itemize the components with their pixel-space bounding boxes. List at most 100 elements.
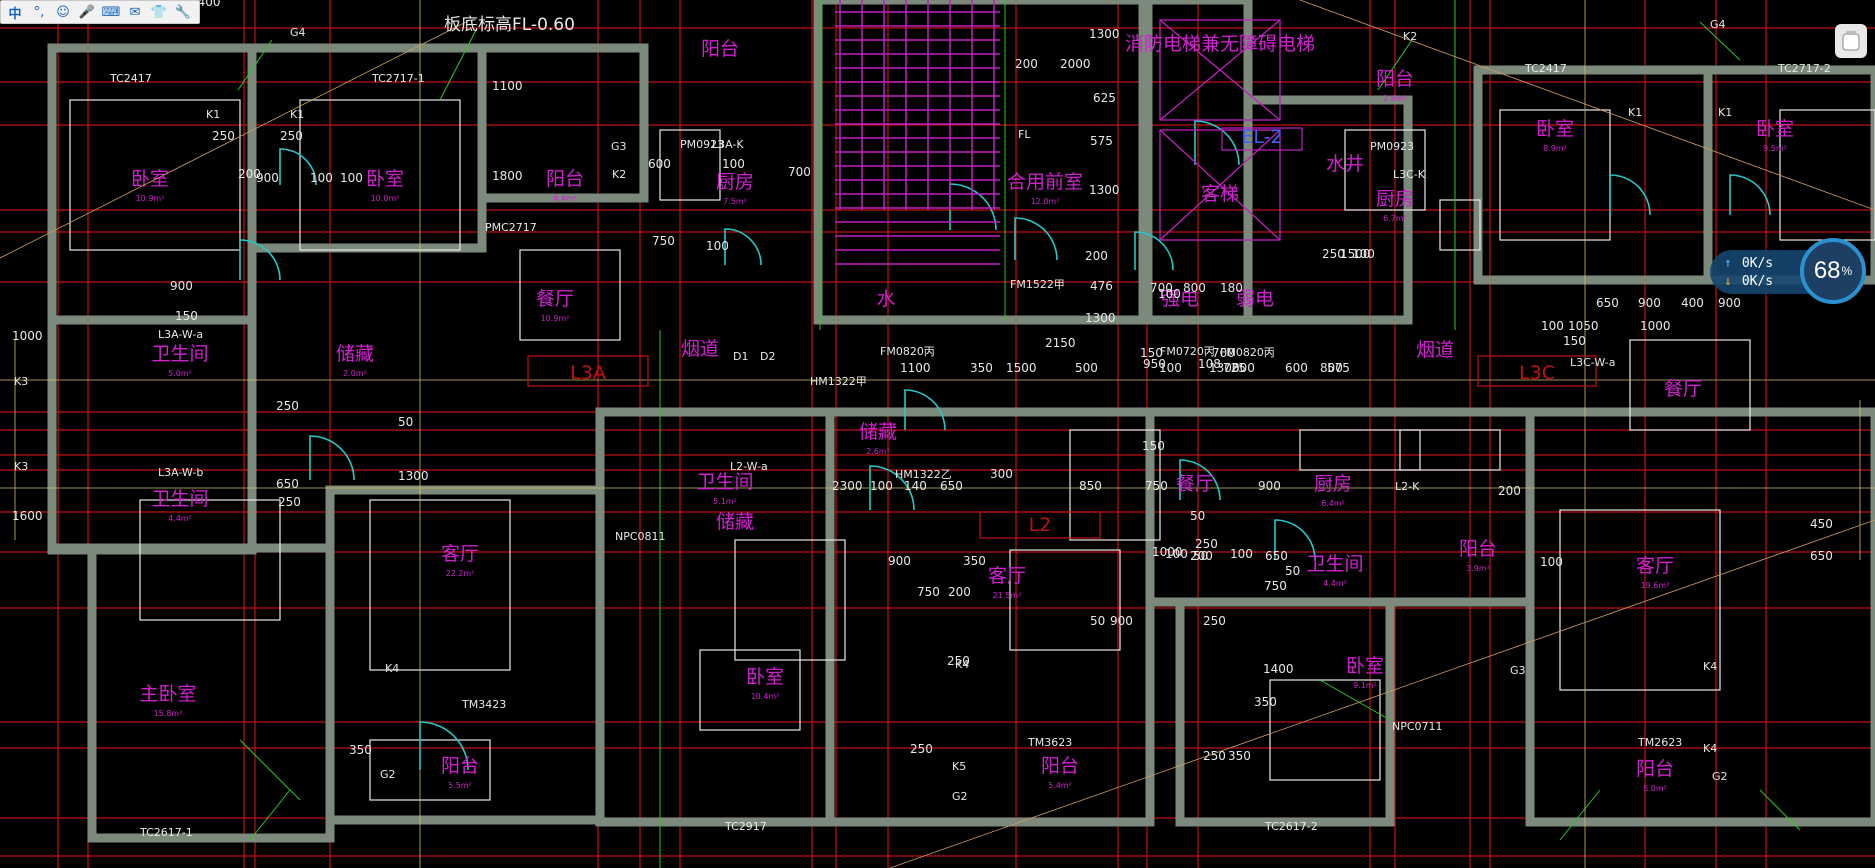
furniture-outline bbox=[519, 249, 621, 341]
dimension-label: 250 bbox=[212, 129, 235, 143]
tag-label: FM0820丙 bbox=[1220, 346, 1275, 359]
room-area: 5.5m² bbox=[448, 781, 472, 790]
ime-language-button[interactable]: 中 bbox=[8, 6, 22, 22]
room-label: 阳台 bbox=[1636, 758, 1674, 780]
punctuation-icon[interactable]: °, bbox=[33, 4, 45, 20]
room-area: 4.4m² bbox=[1323, 579, 1347, 588]
room-area: 10.9m² bbox=[541, 314, 570, 323]
dimension-label: 100 bbox=[1159, 361, 1182, 375]
dimension-label: 1050 bbox=[1568, 319, 1599, 333]
tag-label: G2 bbox=[952, 790, 968, 803]
dimension-label: 650 bbox=[940, 479, 963, 493]
room-area: 6.4m² bbox=[1321, 499, 1345, 508]
room-label: 烟道 bbox=[681, 338, 719, 360]
room-label: 合用前室 bbox=[1007, 171, 1083, 193]
leader-line bbox=[237, 39, 273, 91]
dimension-label: 750 bbox=[917, 585, 940, 599]
room-area: 10.4m² bbox=[751, 692, 780, 701]
download-speed: 0K/s bbox=[1741, 274, 1774, 289]
furniture-outline bbox=[1069, 429, 1161, 541]
furniture-outline bbox=[1559, 509, 1721, 691]
tag-label: FM0720丙 bbox=[1160, 345, 1215, 358]
room-label: 强电 bbox=[1161, 288, 1199, 310]
dimension-label: 1300 bbox=[1085, 311, 1116, 325]
room-label: 储藏 bbox=[336, 343, 374, 365]
door-swing bbox=[1274, 519, 1316, 561]
furniture-outline bbox=[1009, 549, 1121, 651]
dimension-label: 100 bbox=[1158, 287, 1181, 301]
tag-label: K5 bbox=[952, 760, 966, 773]
shaft-box bbox=[1159, 19, 1281, 121]
tag-label: HM1322乙 bbox=[895, 468, 952, 481]
toolbox-icon[interactable]: ✉ bbox=[129, 4, 141, 20]
room-area: 4.4m² bbox=[168, 514, 192, 523]
dimension-label: 200 bbox=[948, 585, 971, 599]
unit-box bbox=[1477, 355, 1597, 387]
dimension-label: 250 bbox=[910, 742, 933, 756]
tag-label: PM0923 bbox=[1370, 140, 1414, 153]
leader-line bbox=[1699, 21, 1741, 61]
dimension-label: 400 bbox=[1681, 296, 1704, 310]
door-swing bbox=[1609, 174, 1651, 216]
skin-icon[interactable]: 👕 bbox=[150, 4, 168, 20]
room-area: 2.0m² bbox=[343, 369, 367, 378]
floating-assistant-button[interactable] bbox=[1835, 24, 1867, 58]
dimension-label: 750 bbox=[1264, 579, 1287, 593]
dimension-label: 100 bbox=[870, 479, 893, 493]
shaft-cross bbox=[1159, 129, 1281, 241]
room-label: 水 bbox=[876, 288, 895, 310]
dimension-label: 200 bbox=[1190, 549, 1213, 563]
tag-label: TM3623 bbox=[1027, 736, 1072, 749]
leader-line bbox=[439, 29, 477, 101]
door-swing bbox=[1729, 174, 1771, 216]
dimension-label: 625 bbox=[1093, 91, 1116, 105]
dimension-label: 1500 bbox=[1006, 361, 1037, 375]
room-area: 15.8m² bbox=[154, 709, 183, 718]
unit-label: L3C bbox=[1519, 362, 1555, 384]
room-area: 5.1m² bbox=[713, 497, 737, 506]
door-swing bbox=[724, 228, 762, 266]
gauge-unit: % bbox=[1841, 264, 1853, 278]
room-area: 12.0m² bbox=[1031, 197, 1060, 206]
dimension-label: 750 bbox=[652, 234, 675, 248]
unit-box bbox=[1221, 127, 1303, 151]
tag-label: PMC2717 bbox=[485, 221, 537, 234]
tag-label: TC2917 bbox=[724, 820, 767, 833]
dimension-label: 700 bbox=[1150, 281, 1173, 295]
tag-label: FM1522甲 bbox=[1010, 278, 1065, 291]
room-label: 储藏 bbox=[859, 421, 897, 443]
room-area: 10.9m² bbox=[136, 194, 165, 203]
tag-label: L3A-W-a bbox=[158, 328, 203, 341]
room-label: 阳台 bbox=[1041, 755, 1079, 777]
tag-label: G2 bbox=[380, 768, 396, 781]
dimension-label: 950 bbox=[1143, 357, 1166, 371]
tag-label: HM1322甲 bbox=[810, 375, 867, 388]
diagonal-line bbox=[1299, 0, 1875, 211]
network-speed-widget[interactable]: ↑0K/s ↓0K/s 68% bbox=[1710, 238, 1870, 304]
tag-label: L3A-K bbox=[712, 138, 744, 151]
dimension-label: 1000 bbox=[12, 329, 43, 343]
room-label: 卧室 bbox=[746, 666, 784, 688]
leader-line bbox=[1319, 679, 1391, 721]
microphone-icon[interactable]: 🎤 bbox=[78, 4, 96, 20]
room-label: 卫生间 bbox=[696, 471, 753, 493]
unit-label: L3A bbox=[570, 362, 606, 384]
tag-label: D1 bbox=[733, 350, 748, 363]
tag-label: K4 bbox=[1703, 660, 1717, 673]
dimension-label: 250 bbox=[1195, 537, 1218, 551]
emoji-icon[interactable]: ☺ bbox=[56, 4, 70, 20]
furniture-outline bbox=[1629, 339, 1751, 431]
tag-label: G4 bbox=[1710, 18, 1726, 31]
keyboard-icon[interactable]: ⌨ bbox=[101, 4, 121, 20]
door-swing bbox=[279, 148, 317, 186]
dimension-label: 1500 bbox=[1340, 247, 1371, 261]
settings-icon[interactable]: 🔧 bbox=[174, 4, 192, 20]
room-label: 厨房 bbox=[716, 171, 754, 193]
room-area: 19.6m² bbox=[1641, 581, 1670, 590]
dimension-label: 900 bbox=[1258, 479, 1281, 493]
room-label: 餐厅 bbox=[1176, 473, 1214, 495]
unit-box bbox=[527, 355, 649, 387]
leader-line bbox=[1377, 39, 1413, 91]
